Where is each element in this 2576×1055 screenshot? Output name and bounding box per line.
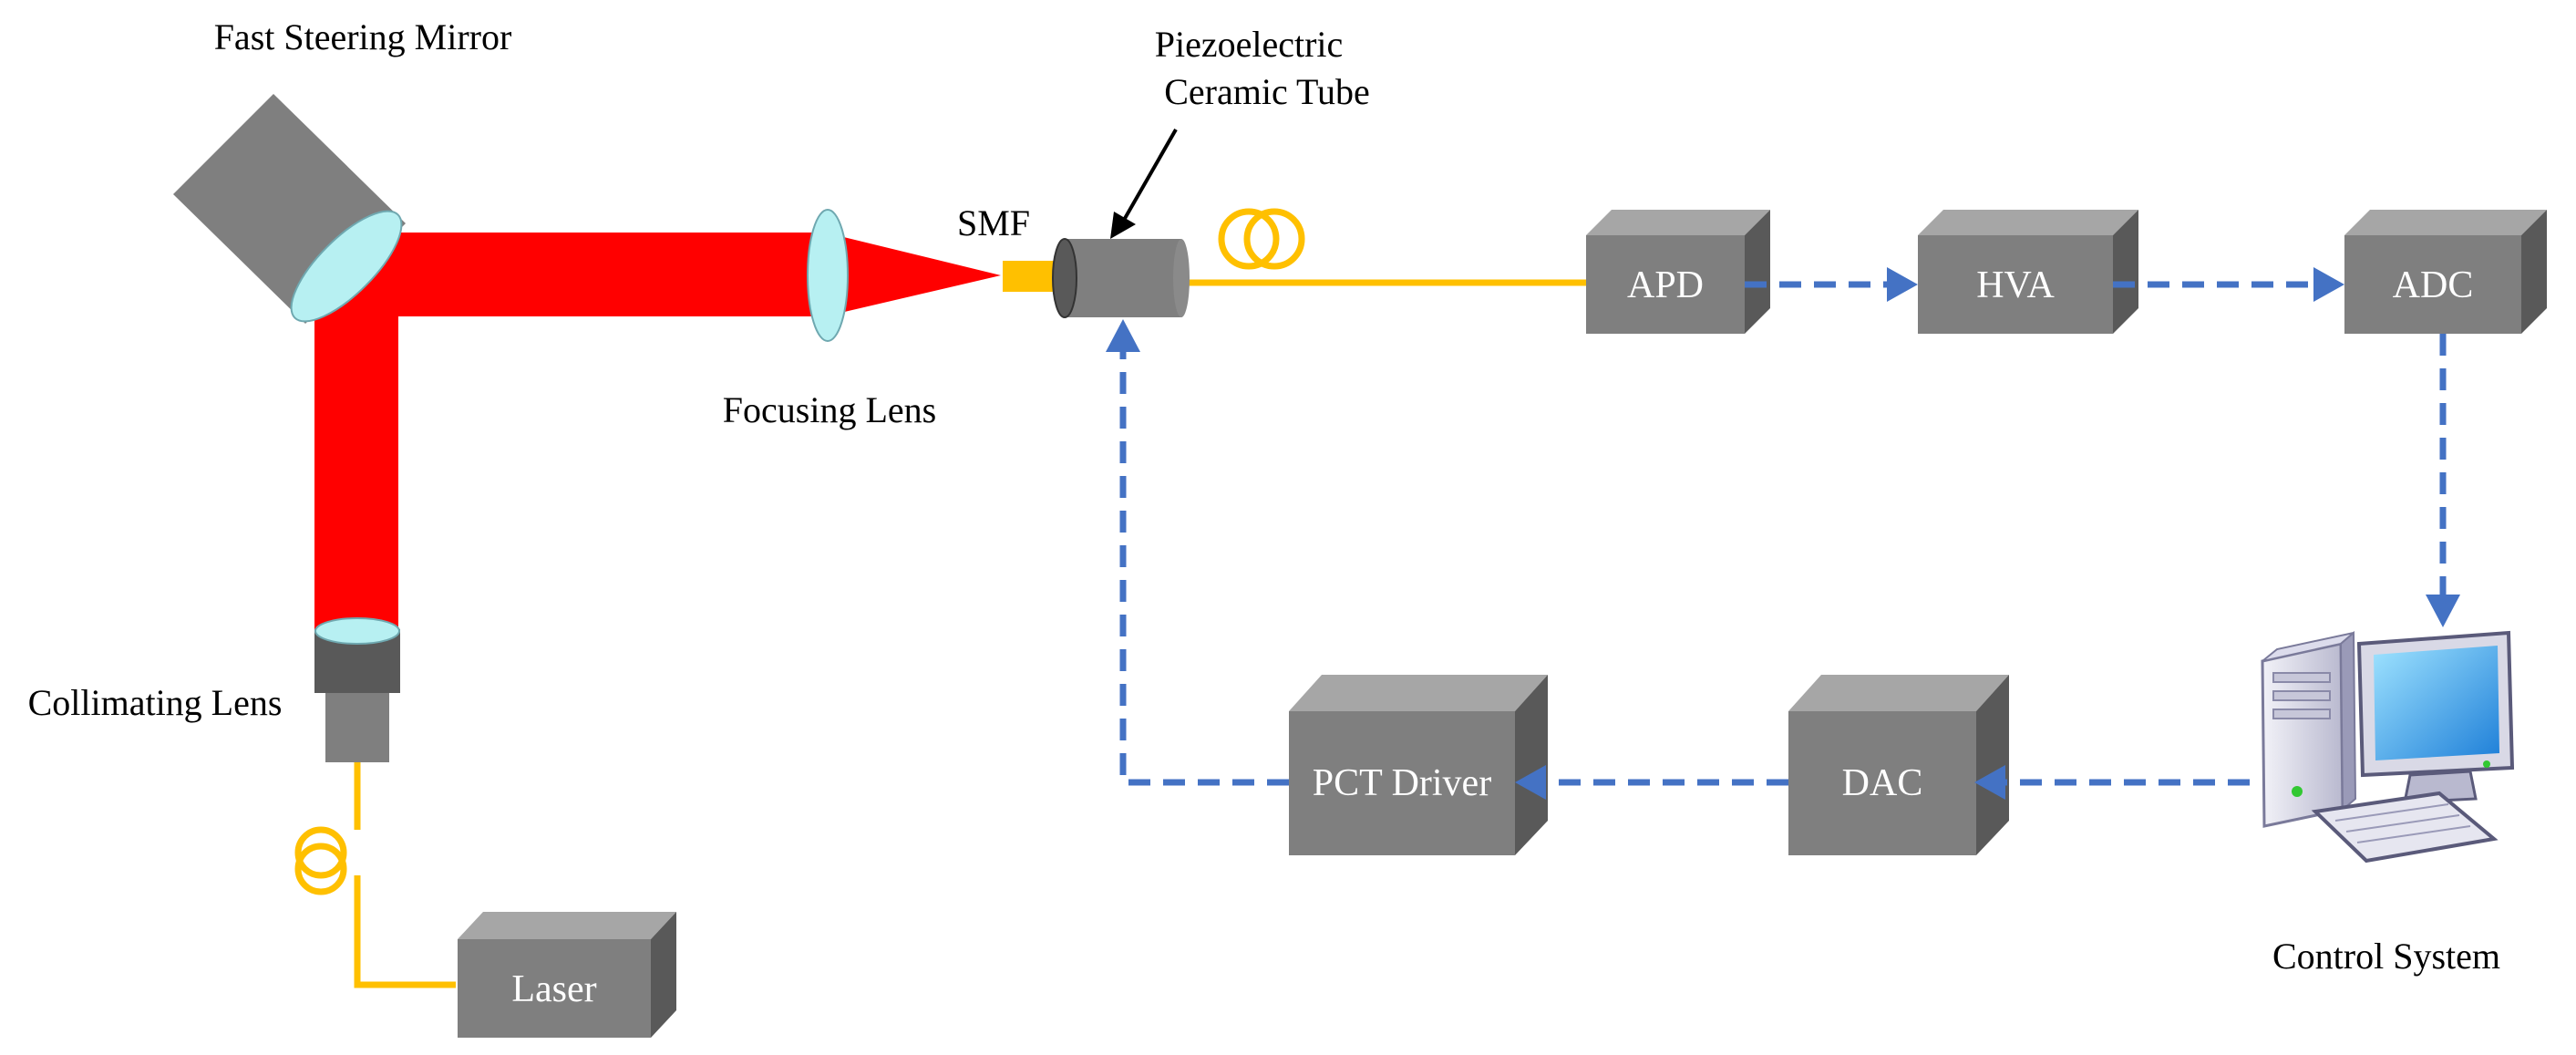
dac-box	[1788, 675, 2009, 855]
label-focusing-lens: Focusing Lens	[723, 389, 936, 430]
signal-arrowheads	[1106, 267, 2460, 800]
box-label-dac: DAC	[1842, 762, 1923, 804]
smf-tip	[1003, 261, 1054, 292]
label-smf: SMF	[957, 202, 1030, 243]
label-fast-steering-mirror: Fast Steering Mirror	[214, 16, 512, 57]
box-label-pct-driver: PCT Driver	[1313, 762, 1491, 804]
hva-box	[1918, 210, 2138, 334]
fiber-laser-collimator	[294, 762, 456, 988]
adc-box	[2344, 210, 2547, 334]
label-collimating-lens: Collimating Lens	[28, 682, 283, 723]
fast-steering-mirror	[173, 94, 406, 324]
laser-beam	[314, 233, 1001, 634]
box-label-hva: HVA	[1976, 264, 2055, 306]
focusing-lens-icon	[807, 209, 849, 342]
computer-icon	[2261, 630, 2515, 864]
signal-lines	[1119, 281, 2447, 786]
piezoelectric-ceramic-tube	[1052, 238, 1190, 318]
pointer-arrow	[1110, 129, 1178, 239]
box-label-apd: APD	[1627, 264, 1704, 306]
label-control-system: Control System	[2272, 936, 2500, 977]
apd-box	[1586, 210, 1770, 334]
box-label-adc: ADC	[2393, 264, 2474, 306]
label-piezo-line1: Piezoelectric	[1155, 24, 1344, 65]
box-label-laser: Laser	[511, 968, 596, 1010]
signal-pct-tube	[1119, 348, 1289, 786]
collimating-lens	[314, 617, 400, 762]
fiber-smf-apd	[1183, 208, 1586, 286]
laser-box	[458, 912, 676, 1038]
pct-driver-box	[1289, 675, 1548, 855]
label-piezo-line2: Ceramic Tube	[1164, 71, 1370, 112]
